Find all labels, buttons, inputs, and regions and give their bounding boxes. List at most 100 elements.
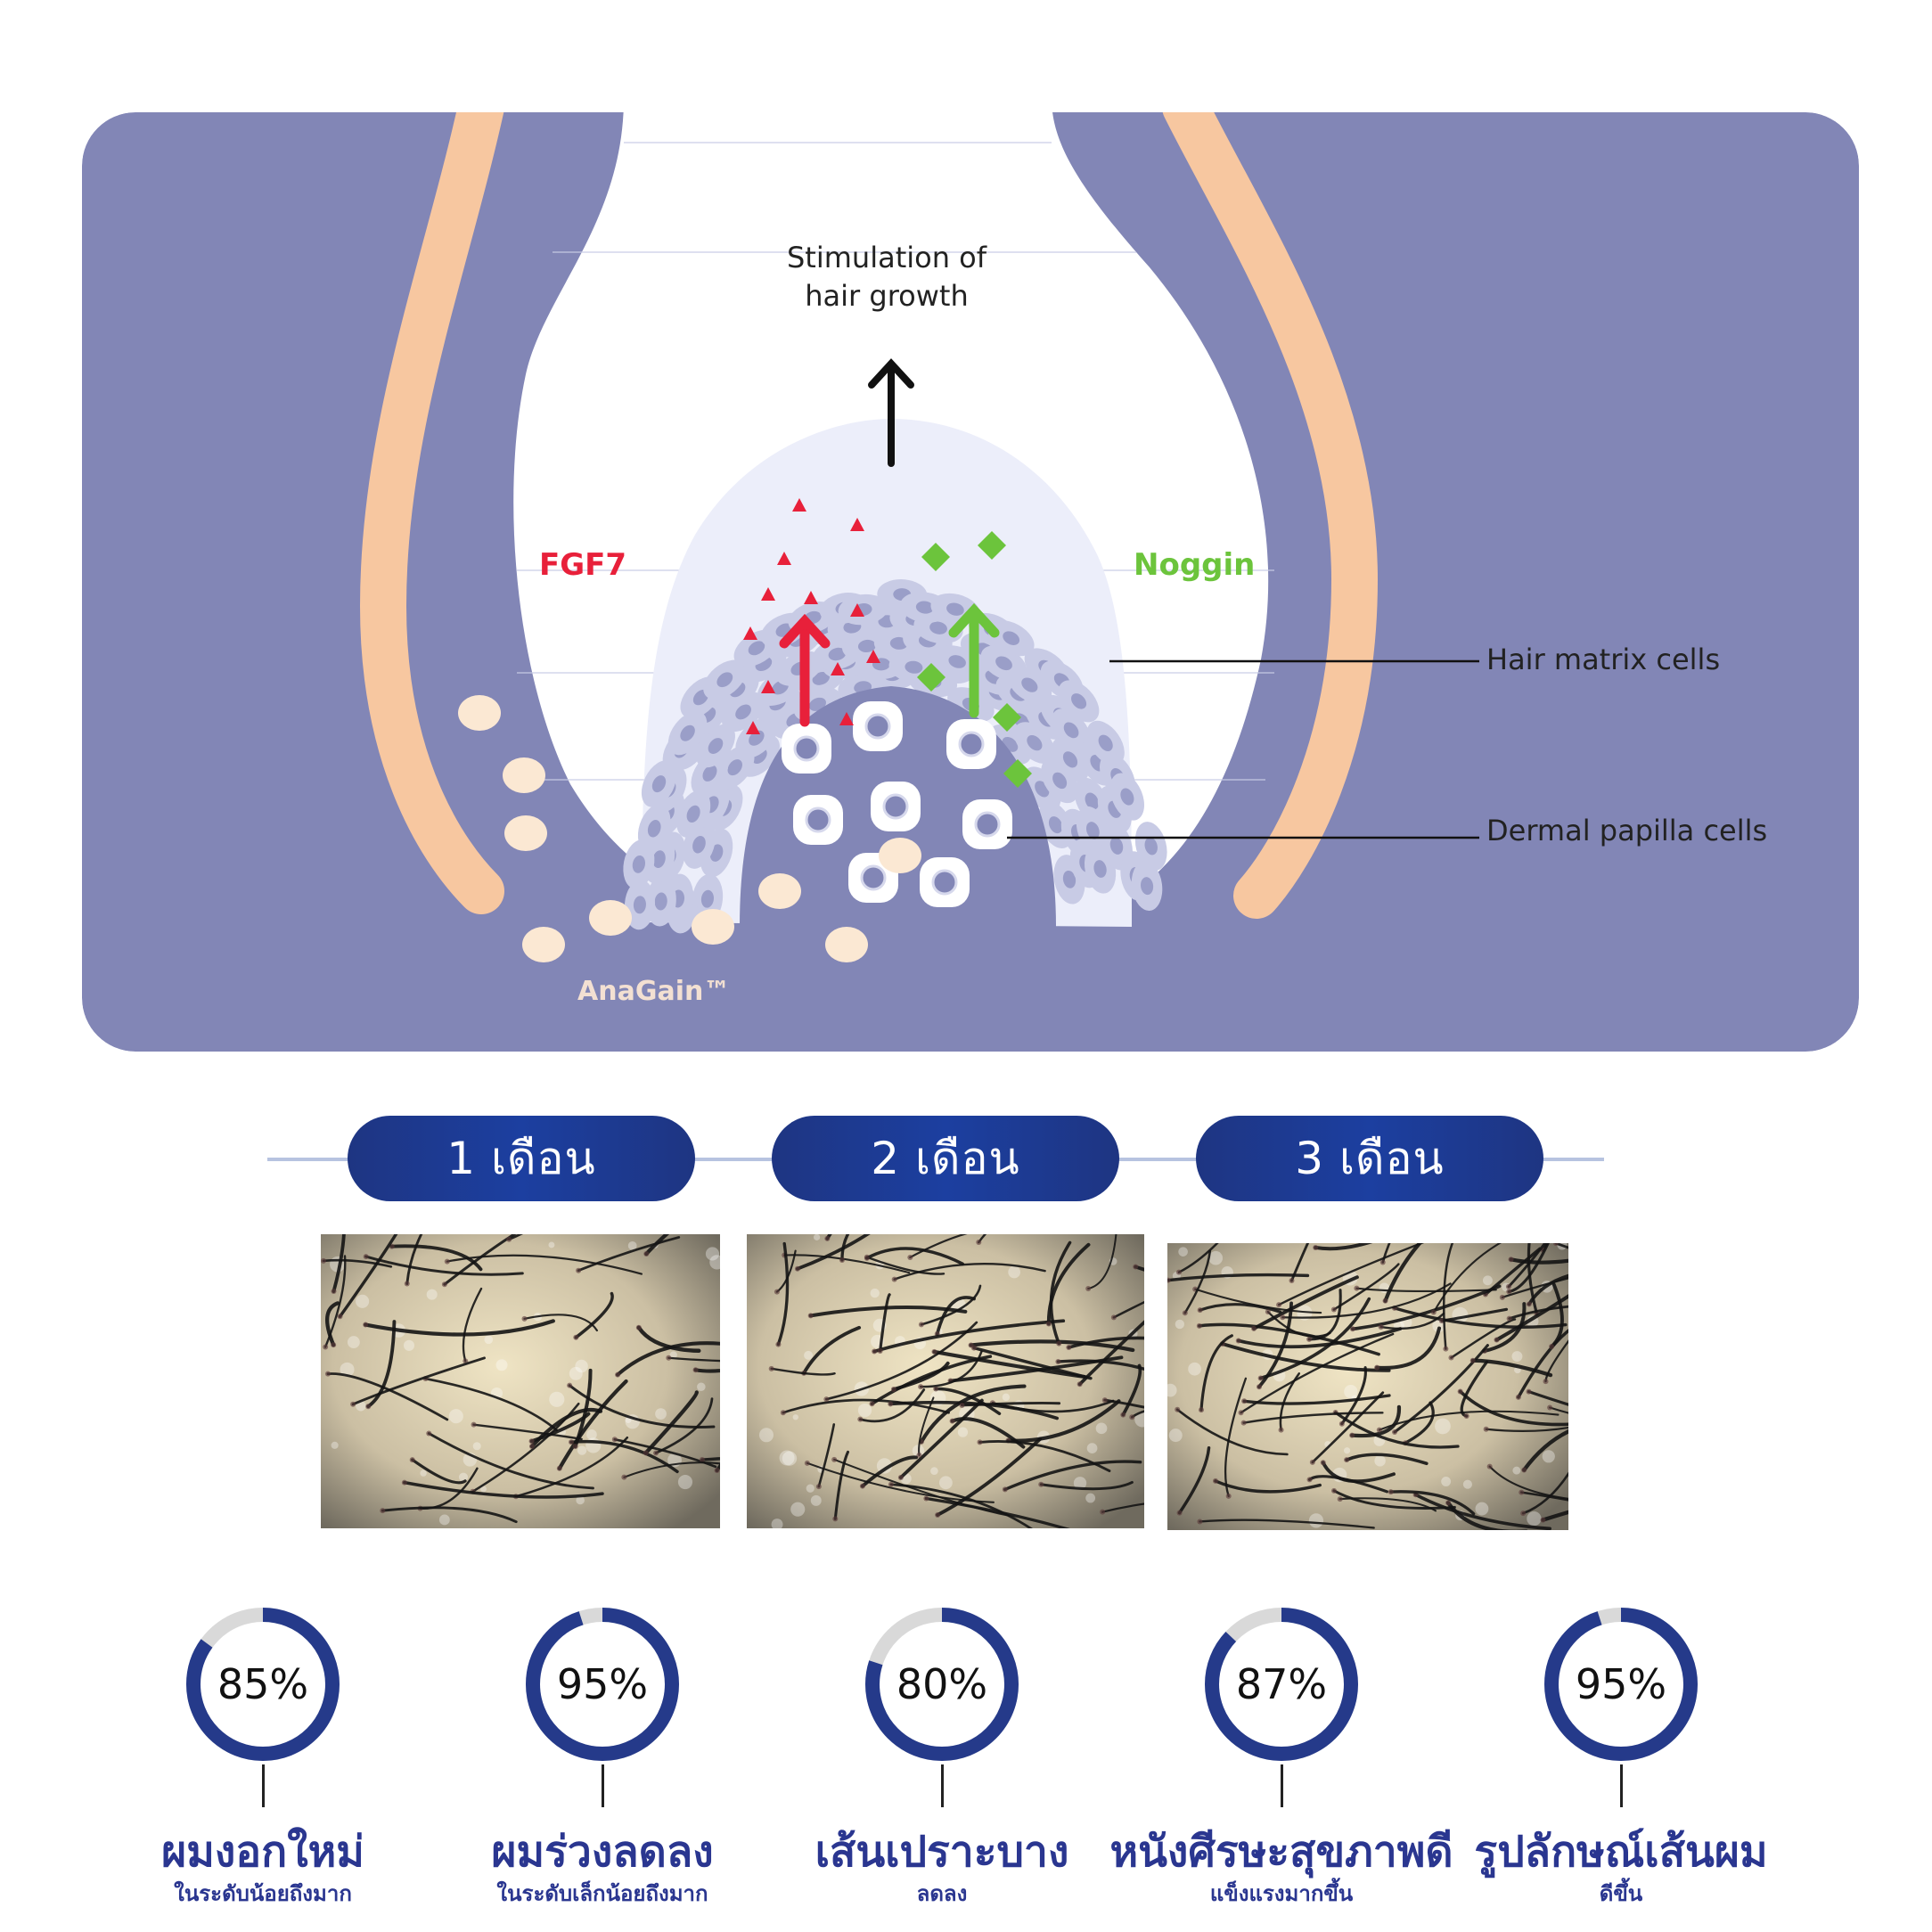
matrix-cell-nucleus (1063, 722, 1079, 739)
noggin-diamond (921, 543, 950, 571)
matrix-cell-nucleus (828, 647, 847, 661)
stat-connector (1620, 1764, 1623, 1807)
skin-layer-left (359, 112, 504, 914)
matrix-cell-nucleus (1141, 877, 1154, 896)
stat-title: เส้นเปราะบาง (815, 1827, 1069, 1877)
matrix-cell-nucleus (1027, 734, 1043, 751)
matrix-cell-nucleus (995, 656, 1012, 671)
fgf7-triangle (792, 498, 806, 512)
stat-connector (1281, 1764, 1283, 1807)
papilla-cell-nucleus (974, 811, 1001, 838)
hair-matrix-cells (623, 579, 1167, 934)
noggin-label: Noggin (1134, 547, 1255, 583)
matrix-cell-nucleus (708, 738, 724, 754)
fgf7-triangle (831, 662, 845, 675)
stat-subtitle: ในระดับเล็กน้อยถึงมาก (496, 1881, 708, 1906)
progress-ring: 95% (526, 1608, 679, 1761)
stat-title: รูปลักษณ์เส้นผม (1474, 1827, 1768, 1877)
matrix-cell-nucleus (1062, 870, 1077, 888)
matrix-cell-nucleus (929, 621, 947, 634)
matrix-cell-nucleus (948, 655, 966, 668)
anagain-particles (458, 695, 921, 962)
matrix-cell-nucleus (692, 835, 706, 854)
matrix-cell-nucleus (633, 896, 646, 914)
anagain-dot (504, 815, 547, 851)
stimulation-label-line1: Stimulation of (787, 241, 987, 274)
stat-connector (602, 1764, 604, 1807)
fgf7-triangle (839, 712, 854, 725)
stimulation-arrow (868, 358, 914, 467)
anagain-dot (825, 927, 868, 962)
fgf7-markers (743, 498, 880, 734)
ring-progress (1544, 1608, 1698, 1761)
matrix-cell-nucleus (1052, 772, 1068, 790)
fgf7-triangle (850, 603, 864, 617)
anagain-label: AnaGain™ (577, 976, 730, 1007)
matrix-cell-nucleus (1071, 693, 1087, 709)
matrix-cell-nucleus (647, 820, 661, 838)
matrix-cell-nucleus (946, 602, 964, 616)
matrix-cell-nucleus (632, 855, 646, 873)
matrix-cell-nucleus (1048, 816, 1063, 834)
papilla-cell-nucleus (931, 869, 958, 896)
stat-subtitle: ดีขึ้น (1599, 1881, 1643, 1906)
fgf7-triangle (761, 587, 775, 601)
fgf7-arrow (779, 613, 831, 727)
percent-label: 87% (1236, 1660, 1327, 1708)
noggin-diamond (917, 663, 946, 692)
month-pill-1: 1 เดือน (348, 1116, 695, 1201)
matrix-cell-nucleus (651, 775, 667, 793)
stimulation-label-line2: hair growth (805, 279, 968, 313)
matrix-cell-nucleus (857, 639, 876, 653)
matrix-cell-nucleus (1062, 751, 1078, 768)
noggin-diamond (993, 703, 1021, 732)
matrix-cell-nucleus (652, 850, 666, 869)
anagain-dot (522, 927, 565, 962)
hair-matrix-label: Hair matrix cells (1486, 643, 1720, 676)
anagain-dot (503, 757, 545, 793)
noggin-markers (917, 531, 1032, 788)
anagain-dot (458, 695, 501, 731)
papilla-cell-nucleus (860, 864, 887, 891)
matrix-cell-nucleus (735, 704, 751, 720)
fgf7-triangle (850, 518, 864, 531)
matrix-cell-nucleus (680, 724, 695, 741)
matrix-cell-nucleus (654, 892, 667, 911)
matrix-cell-nucleus (1021, 677, 1038, 692)
matrix-cell-nucleus (716, 672, 733, 688)
matrix-cell-nucleus (727, 759, 743, 776)
ring-progress (1205, 1608, 1358, 1761)
noggin-arrow (948, 602, 1000, 718)
anagain-dot (758, 873, 801, 909)
matrix-cell-nucleus (686, 805, 700, 823)
percent-label: 80% (896, 1660, 987, 1708)
papilla-cell-nucleus (864, 713, 891, 740)
papilla-cell-nucleus (958, 731, 985, 757)
matrix-cell-nucleus (748, 641, 765, 656)
matrix-cell-nucleus (1144, 837, 1158, 855)
fgf7-triangle (777, 552, 791, 565)
stat-connector (941, 1764, 944, 1807)
progress-ring: 85% (186, 1608, 340, 1761)
stat-title: หนังศีรษะสุขภาพดี (1109, 1827, 1453, 1877)
anagain-dot (879, 838, 921, 873)
papilla-cell-nucleus (882, 793, 909, 820)
scalp-photo-month-1 (321, 1234, 720, 1528)
matrix-cell-nucleus (1109, 837, 1124, 855)
percent-label: 95% (557, 1660, 648, 1708)
anagain-dot (589, 900, 632, 936)
stat-subtitle: แข็งแรงมากขึ้น (1209, 1881, 1354, 1906)
matrix-cell-nucleus (905, 660, 923, 674)
fgf7-triangle (866, 650, 880, 663)
ring-progress (186, 1608, 340, 1761)
papilla-cell-nucleus (805, 806, 831, 833)
fgf7-triangle (804, 591, 818, 604)
matrix-cell-nucleus (700, 889, 714, 908)
papilla-cell-nucleus (793, 735, 820, 762)
noggin-diamond (1003, 759, 1032, 788)
matrix-cell-nucleus (1085, 822, 1100, 839)
fgf7-triangle (743, 626, 757, 640)
ring-progress (865, 1608, 1019, 1761)
matrix-cell-nucleus (1003, 631, 1020, 645)
